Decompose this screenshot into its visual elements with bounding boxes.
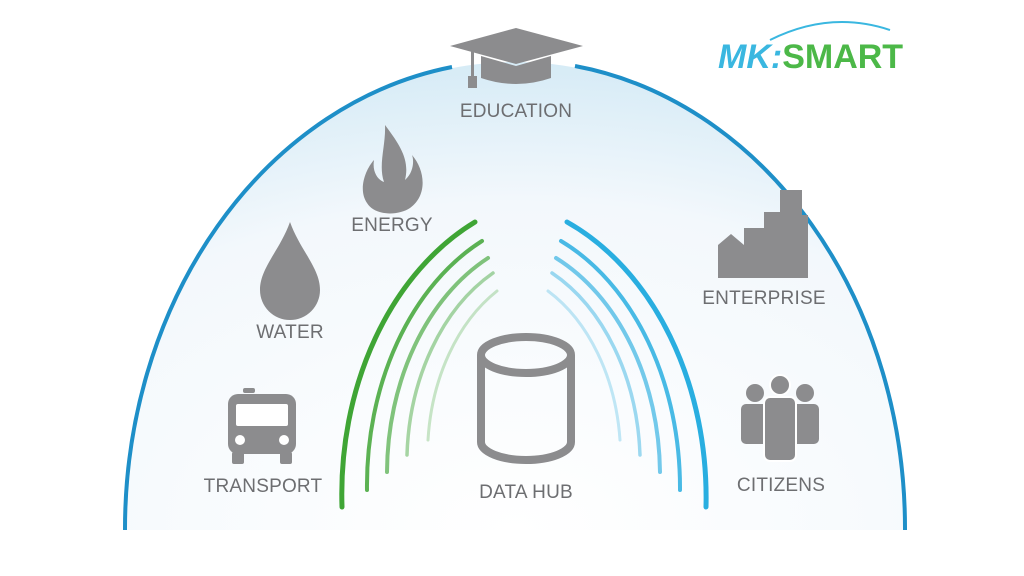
green-signal-arcs [339, 219, 499, 510]
blue-arc-5 [546, 289, 622, 442]
blue-arc-1 [564, 219, 709, 510]
label-education: EDUCATION [459, 101, 573, 122]
blue-signal-arcs [546, 219, 709, 510]
database-icon [477, 333, 575, 464]
label-citizens: CITIZENS [736, 475, 826, 496]
buildings-icon [718, 190, 808, 278]
people-icon [741, 374, 819, 462]
dome-background [125, 62, 905, 530]
blue-arc-2 [559, 239, 683, 492]
flame-icon [362, 125, 423, 214]
green-arc-3 [385, 256, 490, 474]
label-energy: ENERGY [351, 215, 433, 236]
label-transport: TRANSPORT [203, 476, 323, 497]
label-enterprise: ENTERPRISE [702, 288, 826, 309]
logo-suffix: SMART [782, 38, 904, 76]
green-arc-4 [405, 271, 495, 457]
label-water: WATER [256, 322, 324, 343]
blue-arc-4 [550, 271, 642, 457]
green-arc-1 [339, 219, 478, 510]
bus-icon [228, 388, 296, 464]
water-drop-icon [260, 222, 320, 320]
dome-arc-right [574, 64, 908, 531]
label-data-hub: DATA HUB [479, 482, 573, 503]
mk-smart-logo: MK:SMART [718, 38, 903, 77]
dome-arc-left [122, 65, 453, 531]
logo-swoosh [769, 21, 891, 41]
green-arc-5 [426, 289, 499, 442]
blue-arc-3 [554, 256, 662, 474]
graduation-cap-icon [450, 28, 583, 88]
green-arc-2 [364, 239, 484, 492]
logo-prefix: MK: [718, 38, 783, 76]
